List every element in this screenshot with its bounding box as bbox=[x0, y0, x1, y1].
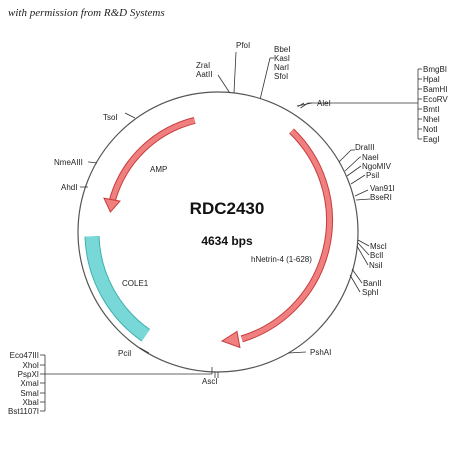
plasmid-name: RDC2430 bbox=[190, 199, 265, 218]
site-sphI: SphI bbox=[362, 288, 378, 297]
plasmid-backbone bbox=[77, 91, 359, 373]
site-mcs-left-4: XmaI bbox=[20, 379, 39, 388]
site-ahdI: AhdI bbox=[61, 183, 77, 192]
site-bclI: BclI bbox=[370, 251, 383, 260]
site-van91I: Van91I bbox=[370, 184, 395, 193]
site-nmeAIII: NmeAIII bbox=[54, 158, 83, 167]
site-ticks bbox=[40, 51, 422, 412]
site-mcs-right-7: NotI bbox=[423, 125, 438, 134]
site-sfoI: SfoI bbox=[274, 72, 288, 81]
site-pfoI: PfoI bbox=[236, 41, 250, 50]
plasmid-size: 4634 bps bbox=[201, 234, 253, 248]
site-bbeI: BbeI bbox=[274, 45, 290, 54]
site-pshAI: PshAI bbox=[310, 348, 331, 357]
site-pciI: PciI bbox=[118, 349, 131, 358]
insert-arrow-head bbox=[220, 330, 241, 349]
insert-label: hNetrin-4 (1-628) bbox=[251, 255, 312, 264]
site-nsiI: NsiI bbox=[369, 261, 383, 270]
amp-arrow-body bbox=[109, 117, 196, 202]
site-mcs-left-2: XhoI bbox=[23, 361, 39, 370]
site-mcs-right-4: EcoRV bbox=[423, 95, 448, 104]
site-aleI: AleI bbox=[317, 99, 331, 108]
site-mcs-right-3: BamHI bbox=[423, 85, 447, 94]
amp-arrow-outline bbox=[108, 117, 196, 202]
site-mcs-right-6: NheI bbox=[423, 115, 440, 124]
site-kasI: KasI bbox=[274, 54, 290, 63]
site-ascI: AscI bbox=[202, 377, 218, 386]
site-mcs-left-3: PspXI bbox=[18, 370, 39, 379]
cole1-ori-body bbox=[85, 236, 150, 341]
site-mscI: MscI bbox=[370, 242, 387, 251]
site-bseRI: BseRI bbox=[370, 193, 392, 202]
site-mcs-left-5: SmaI bbox=[20, 389, 39, 398]
site-mcs-right-2: HpaI bbox=[423, 75, 440, 84]
insert-arrow-body bbox=[241, 129, 332, 342]
amp-label: AMP bbox=[150, 165, 167, 174]
site-narI: NarI bbox=[274, 63, 289, 72]
site-psiI: PsiI bbox=[366, 171, 379, 180]
cole1-label: COLE1 bbox=[122, 279, 149, 288]
credit-note: with permission from R&D Systems bbox=[8, 7, 165, 19]
site-tsoI: TsoI bbox=[103, 113, 118, 122]
amp-arrow-head bbox=[103, 197, 121, 213]
site-mcs-left-6: XbaI bbox=[23, 398, 39, 407]
site-mcs-left-7: Bst1107I bbox=[8, 407, 39, 416]
site-mcs-right-8: EagI bbox=[423, 135, 439, 144]
site-mcs-right-5: BmtI bbox=[423, 105, 439, 114]
site-banII: BanII bbox=[363, 279, 382, 288]
site-mcs-left-1: Eco47III bbox=[10, 351, 39, 360]
site-ngoMIV: NgoMIV bbox=[362, 162, 392, 171]
site-naeI: NaeI bbox=[362, 153, 379, 162]
site-draIII: DraIII bbox=[355, 143, 375, 152]
site-aatII: AatII bbox=[196, 70, 212, 79]
site-mcs-right-1: BmgBI bbox=[423, 65, 447, 74]
site-zraI: ZraI bbox=[196, 61, 210, 70]
